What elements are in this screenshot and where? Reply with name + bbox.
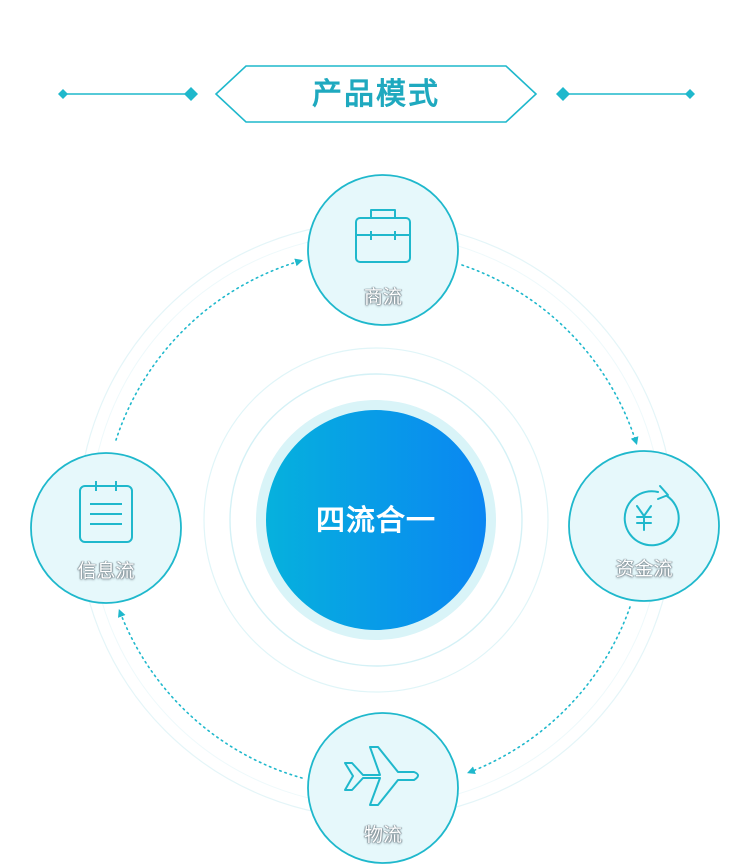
- node-logistics-circle: [307, 712, 459, 864]
- airplane-icon: [344, 746, 419, 806]
- title-right-diamond-small: [685, 89, 695, 99]
- title-hexagon-frame: [214, 65, 538, 123]
- title-left-diamond-small: [58, 89, 68, 99]
- flow-arrows: [115, 258, 639, 779]
- title-right-diamond-large: [556, 87, 570, 101]
- node-commerce: [307, 174, 459, 326]
- title-left-diamond-large: [184, 87, 198, 101]
- yen-cycle-icon: [623, 485, 680, 547]
- node-logistics: [307, 712, 459, 864]
- node-capital-label: 资金流: [615, 558, 673, 580]
- center-ring-outer: [203, 347, 549, 693]
- clipboard-icon: [79, 481, 133, 543]
- node-information: [30, 452, 182, 604]
- node-commerce-label: 商流: [363, 286, 402, 308]
- center-core: [266, 410, 486, 630]
- page-title: 产品模式: [312, 77, 440, 112]
- node-logistics-label: 物流: [363, 824, 402, 846]
- node-information-circle: [30, 452, 182, 604]
- center-ring-middle: [229, 373, 523, 667]
- flow-arrow-commerce-to-capital: [461, 264, 639, 446]
- briefcase-icon: [355, 209, 411, 263]
- center-label: 四流合一: [315, 503, 436, 537]
- title-banner: [58, 65, 695, 123]
- flow-arrow-logistics-to-information: [118, 609, 303, 779]
- node-capital: [568, 450, 720, 602]
- node-commerce-circle: [307, 174, 459, 326]
- node-information-label: 信息流: [77, 560, 135, 582]
- flow-arrow-information-to-commerce: [115, 258, 304, 441]
